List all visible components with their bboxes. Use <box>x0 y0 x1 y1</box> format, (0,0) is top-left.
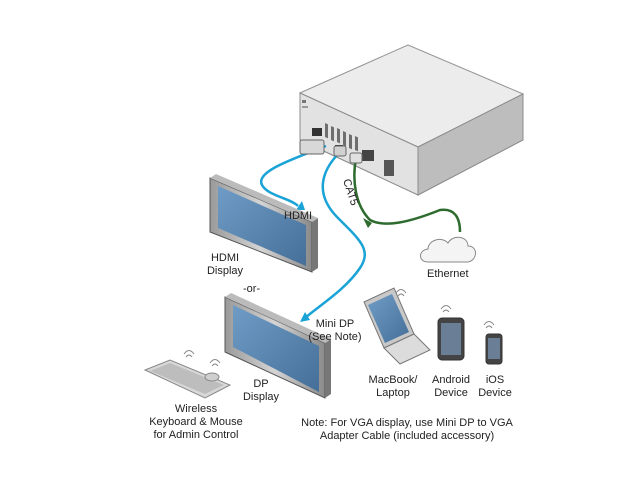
ios-device <box>483 321 503 365</box>
minidp-cable <box>304 151 366 319</box>
wifi-icon <box>183 350 195 358</box>
hdmi-cable-label: HDMI <box>284 210 313 222</box>
dp-display-label-line2: Display <box>242 391 280 403</box>
vga-note-line1: Note: For VGA display, use Mini DP to VG… <box>301 417 513 429</box>
minidp-connector <box>333 145 347 157</box>
minidp-label: Mini DP (See Note) <box>306 318 364 344</box>
wifi-icon <box>209 359 221 367</box>
hdmi-display-label-line2: Display <box>206 265 244 277</box>
hdmi-cable <box>259 144 327 207</box>
hdmi-display-label: HDMI Display <box>200 252 250 278</box>
keyboard-label-line1: Wireless <box>174 403 218 415</box>
minidp-label-line2: (See Note) <box>308 331 362 343</box>
cat5-connector <box>349 152 363 164</box>
laptop-label: MacBook/ Laptop <box>362 374 424 400</box>
wifi-icon <box>395 289 407 297</box>
android-label: Android Device <box>426 374 476 400</box>
keyboard-label-line2: Keyboard & Mouse <box>149 416 243 428</box>
hdmi-display <box>209 174 318 273</box>
laptop-label-line2: Laptop <box>376 387 410 399</box>
laptop-label-line1: MacBook/ <box>368 374 418 386</box>
dp-display-label-line1: DP <box>253 378 269 390</box>
android-label-line1: Android <box>432 374 470 386</box>
ethernet-label: Ethernet <box>427 268 469 280</box>
keyboard-mouse <box>143 350 232 399</box>
cat5-cable <box>353 157 462 233</box>
wifi-icon <box>483 321 495 329</box>
keyboard-label: Wireless Keyboard & Mouse for Admin Cont… <box>136 403 256 442</box>
ios-label: iOS Device <box>478 374 512 400</box>
usb-ports <box>384 160 394 176</box>
dp-display <box>224 293 331 399</box>
hdmi-connector <box>299 139 325 155</box>
ethernet-cloud <box>420 236 476 263</box>
wifi-icon <box>440 305 452 313</box>
android-device <box>437 305 465 361</box>
hdmi-display-label-line1: HDMI <box>210 252 240 264</box>
ethernet-port <box>362 150 374 161</box>
vga-note-line2: Adapter Cable (included accessory) <box>319 430 495 442</box>
dp-display-label: DP Display <box>236 378 286 404</box>
minidp-label-line1: Mini DP <box>315 318 355 330</box>
ios-label-line2: Device <box>478 387 512 399</box>
android-label-line2: Device <box>434 387 468 399</box>
keyboard-label-line3: for Admin Control <box>153 429 239 441</box>
laptop <box>363 287 431 365</box>
hdmi-port <box>312 128 322 136</box>
ios-label-line1: iOS <box>485 374 505 386</box>
main-device <box>298 44 525 196</box>
or-label: -or- <box>243 283 261 295</box>
vga-note: Note: For VGA display, use Mini DP to VG… <box>296 417 518 443</box>
